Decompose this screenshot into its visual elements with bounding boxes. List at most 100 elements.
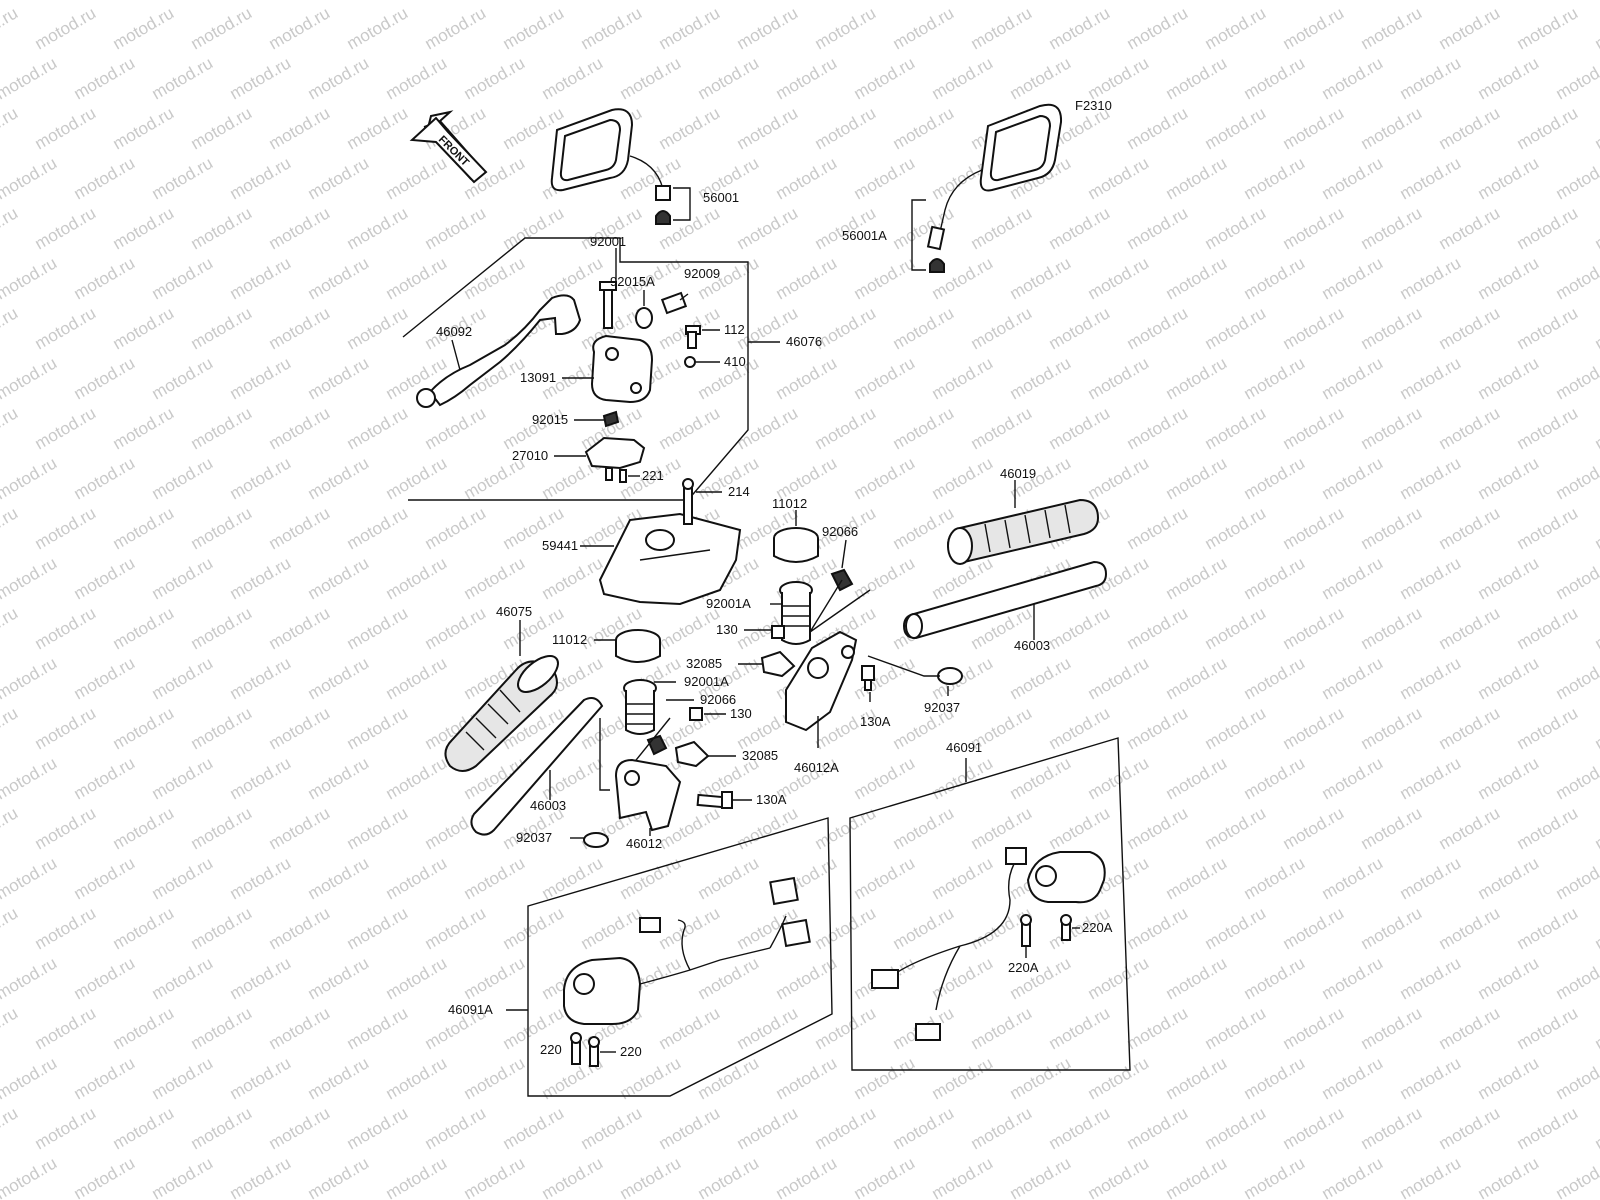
watermark: motod.ru bbox=[0, 753, 60, 803]
watermark: motod.ru bbox=[851, 753, 919, 803]
watermark: motod.ru bbox=[851, 1153, 919, 1200]
watermark: motod.ru bbox=[773, 1153, 841, 1200]
watermark: motod.ru bbox=[773, 953, 841, 1003]
watermark: motod.ru bbox=[929, 1153, 997, 1200]
watermark: motod.ru bbox=[1475, 453, 1543, 503]
label-13091: 13091 bbox=[520, 370, 556, 385]
watermark: motod.ru bbox=[1202, 903, 1270, 953]
watermark: motod.ru bbox=[32, 103, 100, 153]
watermark: motod.ru bbox=[227, 353, 295, 403]
watermark: motod.ru bbox=[773, 153, 841, 203]
callout-92009 bbox=[679, 293, 689, 301]
watermark: motod.ru bbox=[968, 3, 1036, 53]
watermark: motod.ru bbox=[266, 303, 334, 353]
watermark: motod.ru bbox=[1124, 603, 1192, 653]
watermark: motod.ru bbox=[1553, 753, 1600, 803]
watermark: motod.ru bbox=[1163, 353, 1231, 403]
watermark: motod.ru bbox=[305, 853, 373, 903]
watermark: motod.ru bbox=[305, 153, 373, 203]
watermark: motod.ru bbox=[1592, 1003, 1600, 1053]
watermark: motod.ru bbox=[1241, 253, 1309, 303]
watermark: motod.ru bbox=[1163, 453, 1231, 503]
watermark: motod.ru bbox=[1007, 1153, 1075, 1200]
watermark: motod.ru bbox=[149, 853, 217, 903]
watermark: motod.ru bbox=[32, 503, 100, 553]
label-92037-left: 92037 bbox=[516, 830, 552, 845]
watermark: motod.ru bbox=[110, 103, 178, 153]
watermark: motod.ru bbox=[1007, 53, 1075, 103]
watermark: motod.ru bbox=[422, 603, 490, 653]
watermark: motod.ru bbox=[1358, 903, 1426, 953]
watermark: motod.ru bbox=[422, 1103, 490, 1153]
watermark: motod.ru bbox=[1202, 803, 1270, 853]
label-46003-left: 46003 bbox=[530, 798, 566, 813]
watermark: motod.ru bbox=[1202, 1103, 1270, 1153]
watermark: motod.ru bbox=[1436, 303, 1504, 353]
cap-11012-top bbox=[773, 527, 819, 563]
label-92001A-left: 92001A bbox=[684, 674, 729, 689]
watermark: motod.ru bbox=[812, 3, 880, 53]
clutch-lever-46092 bbox=[416, 294, 582, 408]
watermark: motod.ru bbox=[1514, 503, 1582, 553]
watermark: motod.ru bbox=[1436, 503, 1504, 553]
watermark: motod.ru bbox=[617, 1153, 685, 1200]
watermark: motod.ru bbox=[1085, 253, 1153, 303]
watermark: motod.ru bbox=[890, 903, 958, 953]
watermark: motod.ru bbox=[32, 903, 100, 953]
assembly-box-46076 bbox=[402, 237, 749, 501]
watermark: motod.ru bbox=[1124, 103, 1192, 153]
screw-130-left bbox=[689, 707, 703, 721]
watermark: motod.ru bbox=[266, 703, 334, 753]
watermark: motod.ru bbox=[188, 403, 256, 453]
washer-92015A bbox=[635, 307, 653, 329]
watermark: motod.ru bbox=[695, 53, 763, 103]
watermark: motod.ru bbox=[305, 953, 373, 1003]
watermark: motod.ru bbox=[1319, 853, 1387, 903]
watermark: motod.ru bbox=[1475, 1153, 1543, 1200]
label-92066-left: 92066 bbox=[700, 692, 736, 707]
label-46075: 46075 bbox=[496, 604, 532, 619]
watermark: motod.ru bbox=[32, 203, 100, 253]
screw-130A-left bbox=[696, 791, 733, 809]
label-130-top: 130 bbox=[716, 622, 738, 637]
watermark: motod.ru bbox=[305, 753, 373, 803]
screw-220A-a bbox=[1020, 914, 1032, 947]
watermark: motod.ru bbox=[1202, 3, 1270, 53]
watermark: motod.ru bbox=[0, 53, 60, 103]
watermark: motod.ru bbox=[500, 3, 568, 53]
watermark: motod.ru bbox=[1514, 803, 1582, 853]
watermark: motod.ru bbox=[539, 0, 607, 3]
watermark: motod.ru bbox=[1514, 303, 1582, 353]
label-46012: 46012 bbox=[626, 836, 662, 851]
watermark: motod.ru bbox=[1553, 453, 1600, 503]
watermark: motod.ru bbox=[71, 1053, 139, 1103]
watermark: motod.ru bbox=[1163, 1153, 1231, 1200]
watermark: motod.ru bbox=[890, 103, 958, 153]
watermark: motod.ru bbox=[0, 1153, 60, 1200]
throttle-housing-46012 bbox=[614, 758, 682, 832]
clip-92037-left bbox=[583, 832, 609, 848]
watermark: motod.ru bbox=[344, 703, 412, 753]
watermark: motod.ru bbox=[500, 403, 568, 453]
watermark: motod.ru bbox=[773, 53, 841, 103]
watermark: motod.ru bbox=[1514, 1103, 1582, 1153]
watermark: motod.ru bbox=[929, 353, 997, 403]
watermark: motod.ru bbox=[344, 1003, 412, 1053]
watermark: motod.ru bbox=[149, 553, 217, 603]
screw-130A-right bbox=[861, 665, 875, 691]
watermark: motod.ru bbox=[305, 1153, 373, 1200]
watermark: motod.ru bbox=[461, 53, 529, 103]
watermark: motod.ru bbox=[1202, 603, 1270, 653]
watermark: motod.ru bbox=[227, 553, 295, 603]
label-92015: 92015 bbox=[532, 412, 568, 427]
watermark: motod.ru bbox=[812, 803, 880, 853]
switch-46091 bbox=[871, 847, 1106, 1041]
watermark: motod.ru bbox=[1124, 1103, 1192, 1153]
watermark: motod.ru bbox=[305, 653, 373, 703]
watermark: motod.ru bbox=[1553, 0, 1600, 3]
label-46092: 46092 bbox=[436, 324, 472, 339]
watermark: motod.ru bbox=[227, 1053, 295, 1103]
callout-92037-right bbox=[867, 655, 949, 696]
pin-92001 bbox=[599, 281, 617, 329]
watermark: motod.ru bbox=[1592, 1103, 1600, 1153]
